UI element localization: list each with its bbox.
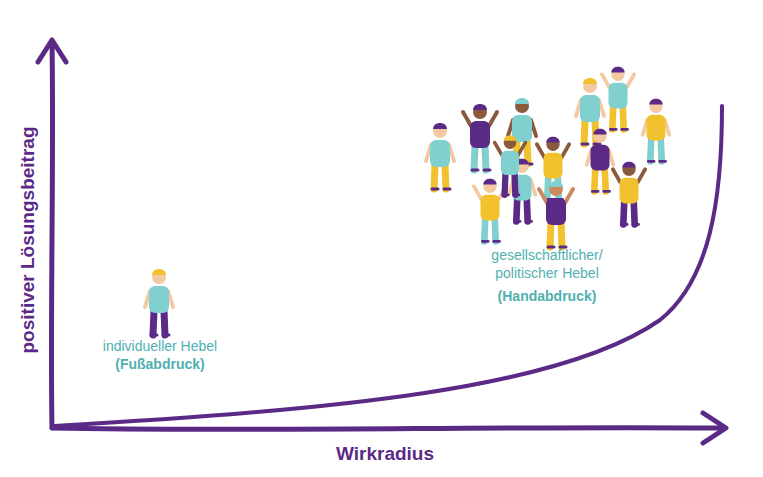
- y-axis: [51, 42, 52, 428]
- person-head: [649, 100, 662, 113]
- handprint-term: (Handabdruck): [472, 287, 622, 305]
- person-head: [622, 163, 635, 176]
- person-body: [481, 195, 500, 221]
- person-body: [501, 151, 519, 175]
- person-hair: [549, 181, 563, 187]
- person-head: [152, 270, 166, 284]
- person-body: [647, 115, 666, 141]
- person-legs: [434, 165, 446, 189]
- person-hair: [515, 98, 529, 104]
- person-hair: [152, 269, 166, 275]
- person-legs: [612, 107, 623, 130]
- person-head: [549, 182, 563, 196]
- x-axis-arrowhead: [703, 413, 726, 443]
- person-hair: [611, 67, 624, 73]
- y-axis-label: positiver Lösungsbeitrag: [17, 127, 39, 354]
- person-hair: [546, 137, 559, 143]
- person-figure: [426, 123, 454, 189]
- person-figure: [602, 67, 634, 130]
- person-hair: [504, 135, 517, 140]
- person-figure: [145, 269, 173, 335]
- person-shoes: [482, 240, 499, 243]
- person-legs: [474, 146, 486, 170]
- person-figure: [495, 135, 526, 194]
- person-hair: [583, 78, 597, 84]
- person-head: [473, 105, 487, 119]
- person-legs: [516, 199, 527, 222]
- person-shoes: [151, 334, 169, 337]
- x-axis-label: Wirkradius: [336, 443, 434, 465]
- person-body: [470, 121, 490, 148]
- person-shoes: [648, 160, 665, 163]
- person-legs: [153, 311, 165, 335]
- person-hair: [433, 123, 447, 129]
- person-head: [515, 99, 529, 113]
- person-figure: [463, 104, 497, 170]
- person-legs: [484, 219, 495, 242]
- y-axis-arrowhead: [38, 40, 66, 62]
- person-hair: [622, 162, 635, 168]
- person-hair: [473, 104, 487, 110]
- footprint-term: (Fußabdruck): [75, 355, 245, 373]
- person-shoes: [621, 223, 638, 226]
- person-legs: [623, 202, 634, 225]
- person-body: [546, 198, 566, 225]
- person-figure: [613, 162, 645, 225]
- person-figure: [539, 181, 573, 247]
- person-head: [504, 136, 517, 149]
- person-legs: [550, 223, 562, 247]
- person-body: [591, 145, 610, 171]
- person-body: [149, 286, 169, 313]
- person-shoes: [472, 169, 490, 172]
- people-group: [145, 67, 669, 335]
- person-body: [620, 178, 639, 204]
- handprint-label: gesellschaftlicher/ politischer Hebel: [472, 246, 622, 282]
- person-hair: [483, 179, 496, 185]
- person-head: [593, 130, 606, 143]
- footprint-label: individueller Hebel: [75, 337, 245, 355]
- person-legs: [505, 173, 516, 195]
- person-head: [583, 79, 597, 93]
- person-shoes: [503, 193, 519, 196]
- person-body: [580, 95, 600, 122]
- person-legs: [594, 169, 605, 192]
- person-shoes: [432, 188, 450, 191]
- person-hair: [593, 129, 606, 135]
- person-body: [609, 83, 628, 109]
- person-shoes: [610, 128, 627, 131]
- person-head: [483, 180, 496, 193]
- person-head: [611, 68, 624, 81]
- person-hair: [649, 99, 662, 105]
- person-figure: [643, 99, 670, 162]
- person-body: [430, 140, 450, 167]
- x-axis: [52, 428, 722, 430]
- person-shoes: [514, 220, 531, 223]
- person-figure: [474, 179, 506, 242]
- person-head: [546, 138, 559, 151]
- growth-curve: [54, 106, 722, 426]
- person-head: [433, 124, 447, 138]
- person-legs: [650, 139, 661, 162]
- person-body: [544, 153, 563, 179]
- person-figure: [587, 129, 614, 192]
- person-shoes: [592, 190, 609, 193]
